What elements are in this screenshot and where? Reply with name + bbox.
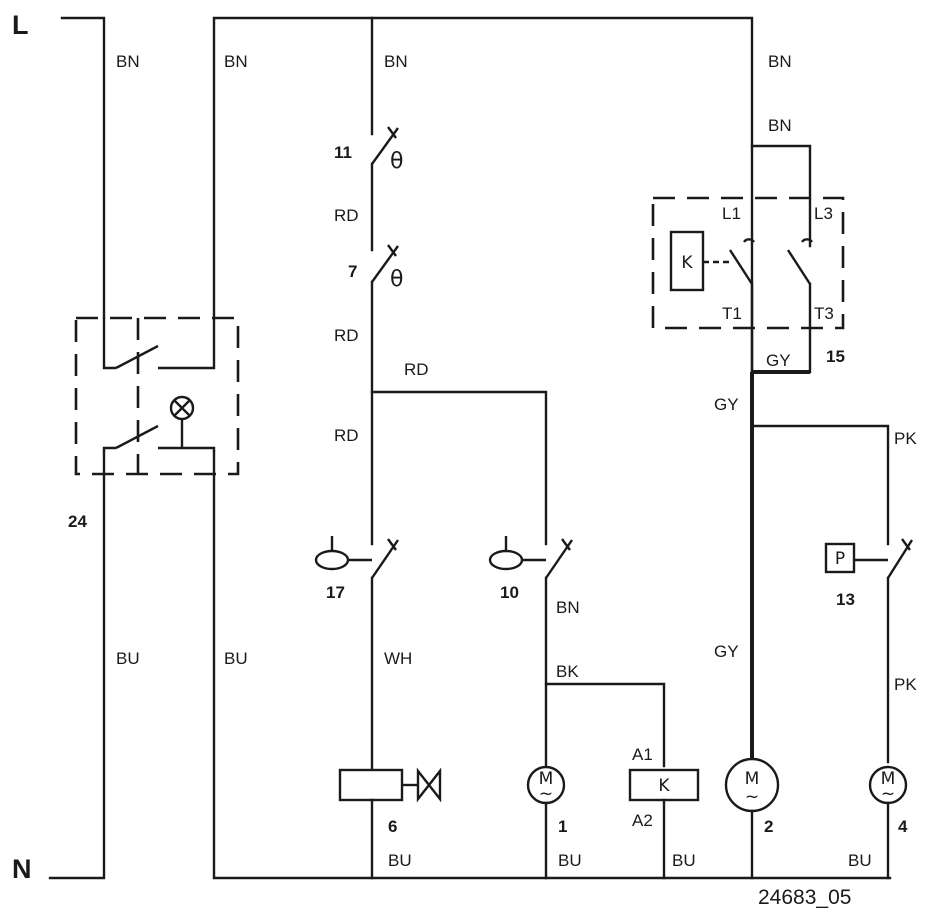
component-number: 4 <box>898 817 908 836</box>
motor-2: M ~ <box>724 757 780 880</box>
pk-wire <box>750 424 890 546</box>
component-number: 15 <box>826 347 845 366</box>
wire-label: GY <box>766 351 791 370</box>
wire-label: WH <box>384 649 412 668</box>
coil-terminal: A1 <box>632 745 653 764</box>
wire-label: PK <box>894 429 917 448</box>
main-switch-24 <box>74 316 240 476</box>
bk-wire <box>544 682 666 768</box>
thermostat-11 <box>370 16 399 252</box>
pressure-switch-13: P <box>824 538 914 764</box>
motor-m-label: M <box>881 769 896 789</box>
float-switch-10 <box>488 536 573 768</box>
wire-label: GY <box>714 395 739 414</box>
component-number: 17 <box>326 583 345 602</box>
wire-label: RD <box>334 206 359 225</box>
wire-label: PK <box>894 675 917 694</box>
indicator-lamp-icon <box>169 395 195 448</box>
contactor-terminal: L1 <box>722 204 741 223</box>
component-number: 13 <box>836 590 855 609</box>
pressure-p-label: P <box>835 549 845 569</box>
neutral-rail <box>48 450 892 880</box>
wire-label: BU <box>558 851 582 870</box>
thermostat-theta-icon: θ <box>390 267 403 292</box>
contactor-15: K <box>651 144 845 374</box>
wire-label: BN <box>768 116 792 135</box>
component-number: 2 <box>764 817 773 836</box>
wire-label: BU <box>224 649 248 668</box>
component-number: 6 <box>388 817 397 836</box>
component-number: 11 <box>334 143 352 162</box>
motor-m-label: M <box>539 769 554 789</box>
thermostat-theta-icon: θ <box>390 149 403 174</box>
rd-branch-wire <box>370 390 548 546</box>
solenoid-valve-6 <box>338 767 442 880</box>
coil-terminal: A2 <box>632 811 653 830</box>
wire-label: BN <box>224 52 248 71</box>
wire-label: RD <box>334 326 359 345</box>
line-terminal-label: L <box>12 10 29 40</box>
neutral-terminal-label: N <box>12 854 32 884</box>
contactor-k-label: K <box>681 253 693 273</box>
motor-ac-label: ~ <box>539 784 553 804</box>
component-number: 1 <box>558 817 567 836</box>
wire-label: BN <box>768 52 792 71</box>
thermostat-7 <box>370 244 399 546</box>
wire-label: BK <box>556 662 579 681</box>
wire-label: BU <box>848 851 872 870</box>
wire-label: BU <box>116 649 140 668</box>
contactor-terminal: T1 <box>722 304 742 323</box>
contactor-terminal: L3 <box>814 204 833 223</box>
wire-label: BU <box>388 851 412 870</box>
line-rail <box>60 16 754 420</box>
component-number: 7 <box>348 262 357 281</box>
wire-label: BU <box>672 851 696 870</box>
wire-label: BN <box>116 52 140 71</box>
float-switch-17 <box>314 536 399 772</box>
wire-label: GY <box>714 642 739 661</box>
motor-1: M ~ <box>526 765 566 880</box>
contactor-coil: K <box>628 768 700 880</box>
wire-label: BN <box>556 598 580 617</box>
component-number: 24 <box>68 512 87 531</box>
wire-label: RD <box>404 360 429 379</box>
valve-icon <box>416 767 442 803</box>
motor-4: M ~ <box>868 765 908 880</box>
motor-ac-label: ~ <box>745 787 759 807</box>
motor-ac-label: ~ <box>881 784 895 804</box>
coil-k-label: K <box>658 776 670 796</box>
contactor-terminal: T3 <box>814 304 834 323</box>
component-number: 10 <box>500 583 519 602</box>
wire-label: RD <box>334 426 359 445</box>
diagram-reference: 24683_05 <box>758 886 851 909</box>
motor-m-label: M <box>745 769 760 789</box>
wire-label: BN <box>384 52 408 71</box>
